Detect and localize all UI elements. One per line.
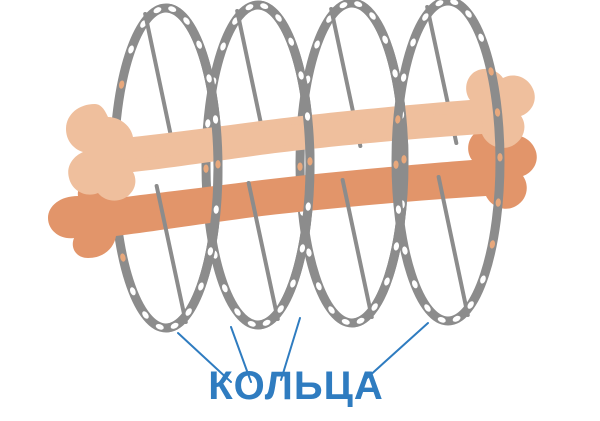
ring-hole <box>422 13 429 21</box>
ring-hole <box>183 17 190 25</box>
ring-hole <box>450 0 459 5</box>
ring-hole <box>452 315 461 322</box>
ring-hole <box>410 38 416 47</box>
k-wire-lower <box>246 181 280 321</box>
ring-hole <box>339 2 348 9</box>
ring-hole <box>198 282 204 291</box>
ring-hole <box>488 67 494 76</box>
ring-hole <box>306 248 312 257</box>
leader-line-1 <box>177 332 232 383</box>
ring-hole <box>480 275 486 284</box>
k-wire-lower <box>154 184 188 324</box>
ring-hole <box>129 287 136 296</box>
ring-hole <box>299 244 306 253</box>
ring-hole <box>118 80 125 89</box>
ring-hole <box>155 324 164 330</box>
ring-hole <box>305 202 311 211</box>
ring-hole <box>120 253 126 262</box>
ring-hole <box>307 157 313 166</box>
ring-2-front-arc <box>257 0 315 330</box>
ring-hole <box>495 198 501 207</box>
ring-hole <box>290 279 296 288</box>
ring-hole <box>435 0 444 7</box>
ring-hole <box>220 42 226 51</box>
ring-hole <box>142 311 149 319</box>
ring-hole <box>369 12 376 20</box>
ring-hole <box>128 45 134 54</box>
ring-hole <box>207 247 214 256</box>
ring-hole <box>401 155 407 164</box>
ring-hole <box>402 246 408 255</box>
ring-hole <box>196 40 203 49</box>
ring-hole <box>297 162 303 171</box>
k-wire-lower <box>340 178 374 319</box>
ring-hole <box>465 10 472 18</box>
ring-hole <box>315 282 322 291</box>
ring-hole <box>221 284 228 293</box>
ring-hole <box>277 305 284 313</box>
ring-hole <box>153 7 162 14</box>
wires-front-layer <box>154 175 470 324</box>
ring-hole <box>356 317 365 324</box>
ring-hole <box>497 153 503 162</box>
ring-hole <box>382 35 389 44</box>
ring-hole <box>478 33 485 42</box>
ring-hole <box>400 73 407 82</box>
ring-hole <box>215 160 221 169</box>
ring-hole <box>371 303 378 311</box>
ring-hole <box>494 108 501 117</box>
ring-1-front-arc <box>165 3 223 333</box>
rings-front-layer <box>165 0 505 333</box>
ring-hole <box>203 164 209 173</box>
k-wire-upper <box>143 12 177 154</box>
ring-hole <box>205 119 211 128</box>
ring-hole <box>298 71 304 80</box>
ring-hole <box>245 4 254 11</box>
ring-4 <box>391 0 505 326</box>
ring-hole <box>213 205 219 214</box>
ring-hole <box>206 74 212 83</box>
bone-shadow <box>48 128 537 258</box>
ring-hole <box>170 322 179 329</box>
caption-label: КОЛЬЦА <box>208 364 383 408</box>
leader-lines <box>177 317 429 383</box>
ring-hole <box>275 14 282 22</box>
leader-line-2 <box>230 326 252 383</box>
ring-hole <box>489 240 496 249</box>
ring-hole <box>260 3 269 9</box>
ring-hole <box>262 319 271 326</box>
ring-hole <box>314 40 320 49</box>
ring-hole <box>424 304 431 312</box>
ring-hole <box>392 69 398 78</box>
ring-hole <box>288 37 295 46</box>
ring-hole <box>384 277 390 286</box>
leader-line-3 <box>280 317 301 381</box>
ring-hole <box>437 317 446 323</box>
ring-hole <box>393 160 399 169</box>
ring-hole <box>247 321 256 327</box>
ring-hole <box>341 319 350 325</box>
ring-hole <box>467 301 474 309</box>
ring-hole <box>185 308 192 316</box>
ring-hole <box>354 1 363 7</box>
ring-hole <box>234 308 241 316</box>
ring-hole <box>393 242 400 251</box>
ring-hole <box>168 6 177 12</box>
ring-hole <box>304 112 311 121</box>
ring-hole <box>328 306 335 314</box>
k-wire-lower <box>436 175 470 317</box>
ring-hole <box>411 280 418 289</box>
ring-hole <box>212 115 219 124</box>
ring-hole <box>395 205 402 214</box>
leader-line-4 <box>366 322 429 379</box>
ring-hole <box>395 115 401 124</box>
